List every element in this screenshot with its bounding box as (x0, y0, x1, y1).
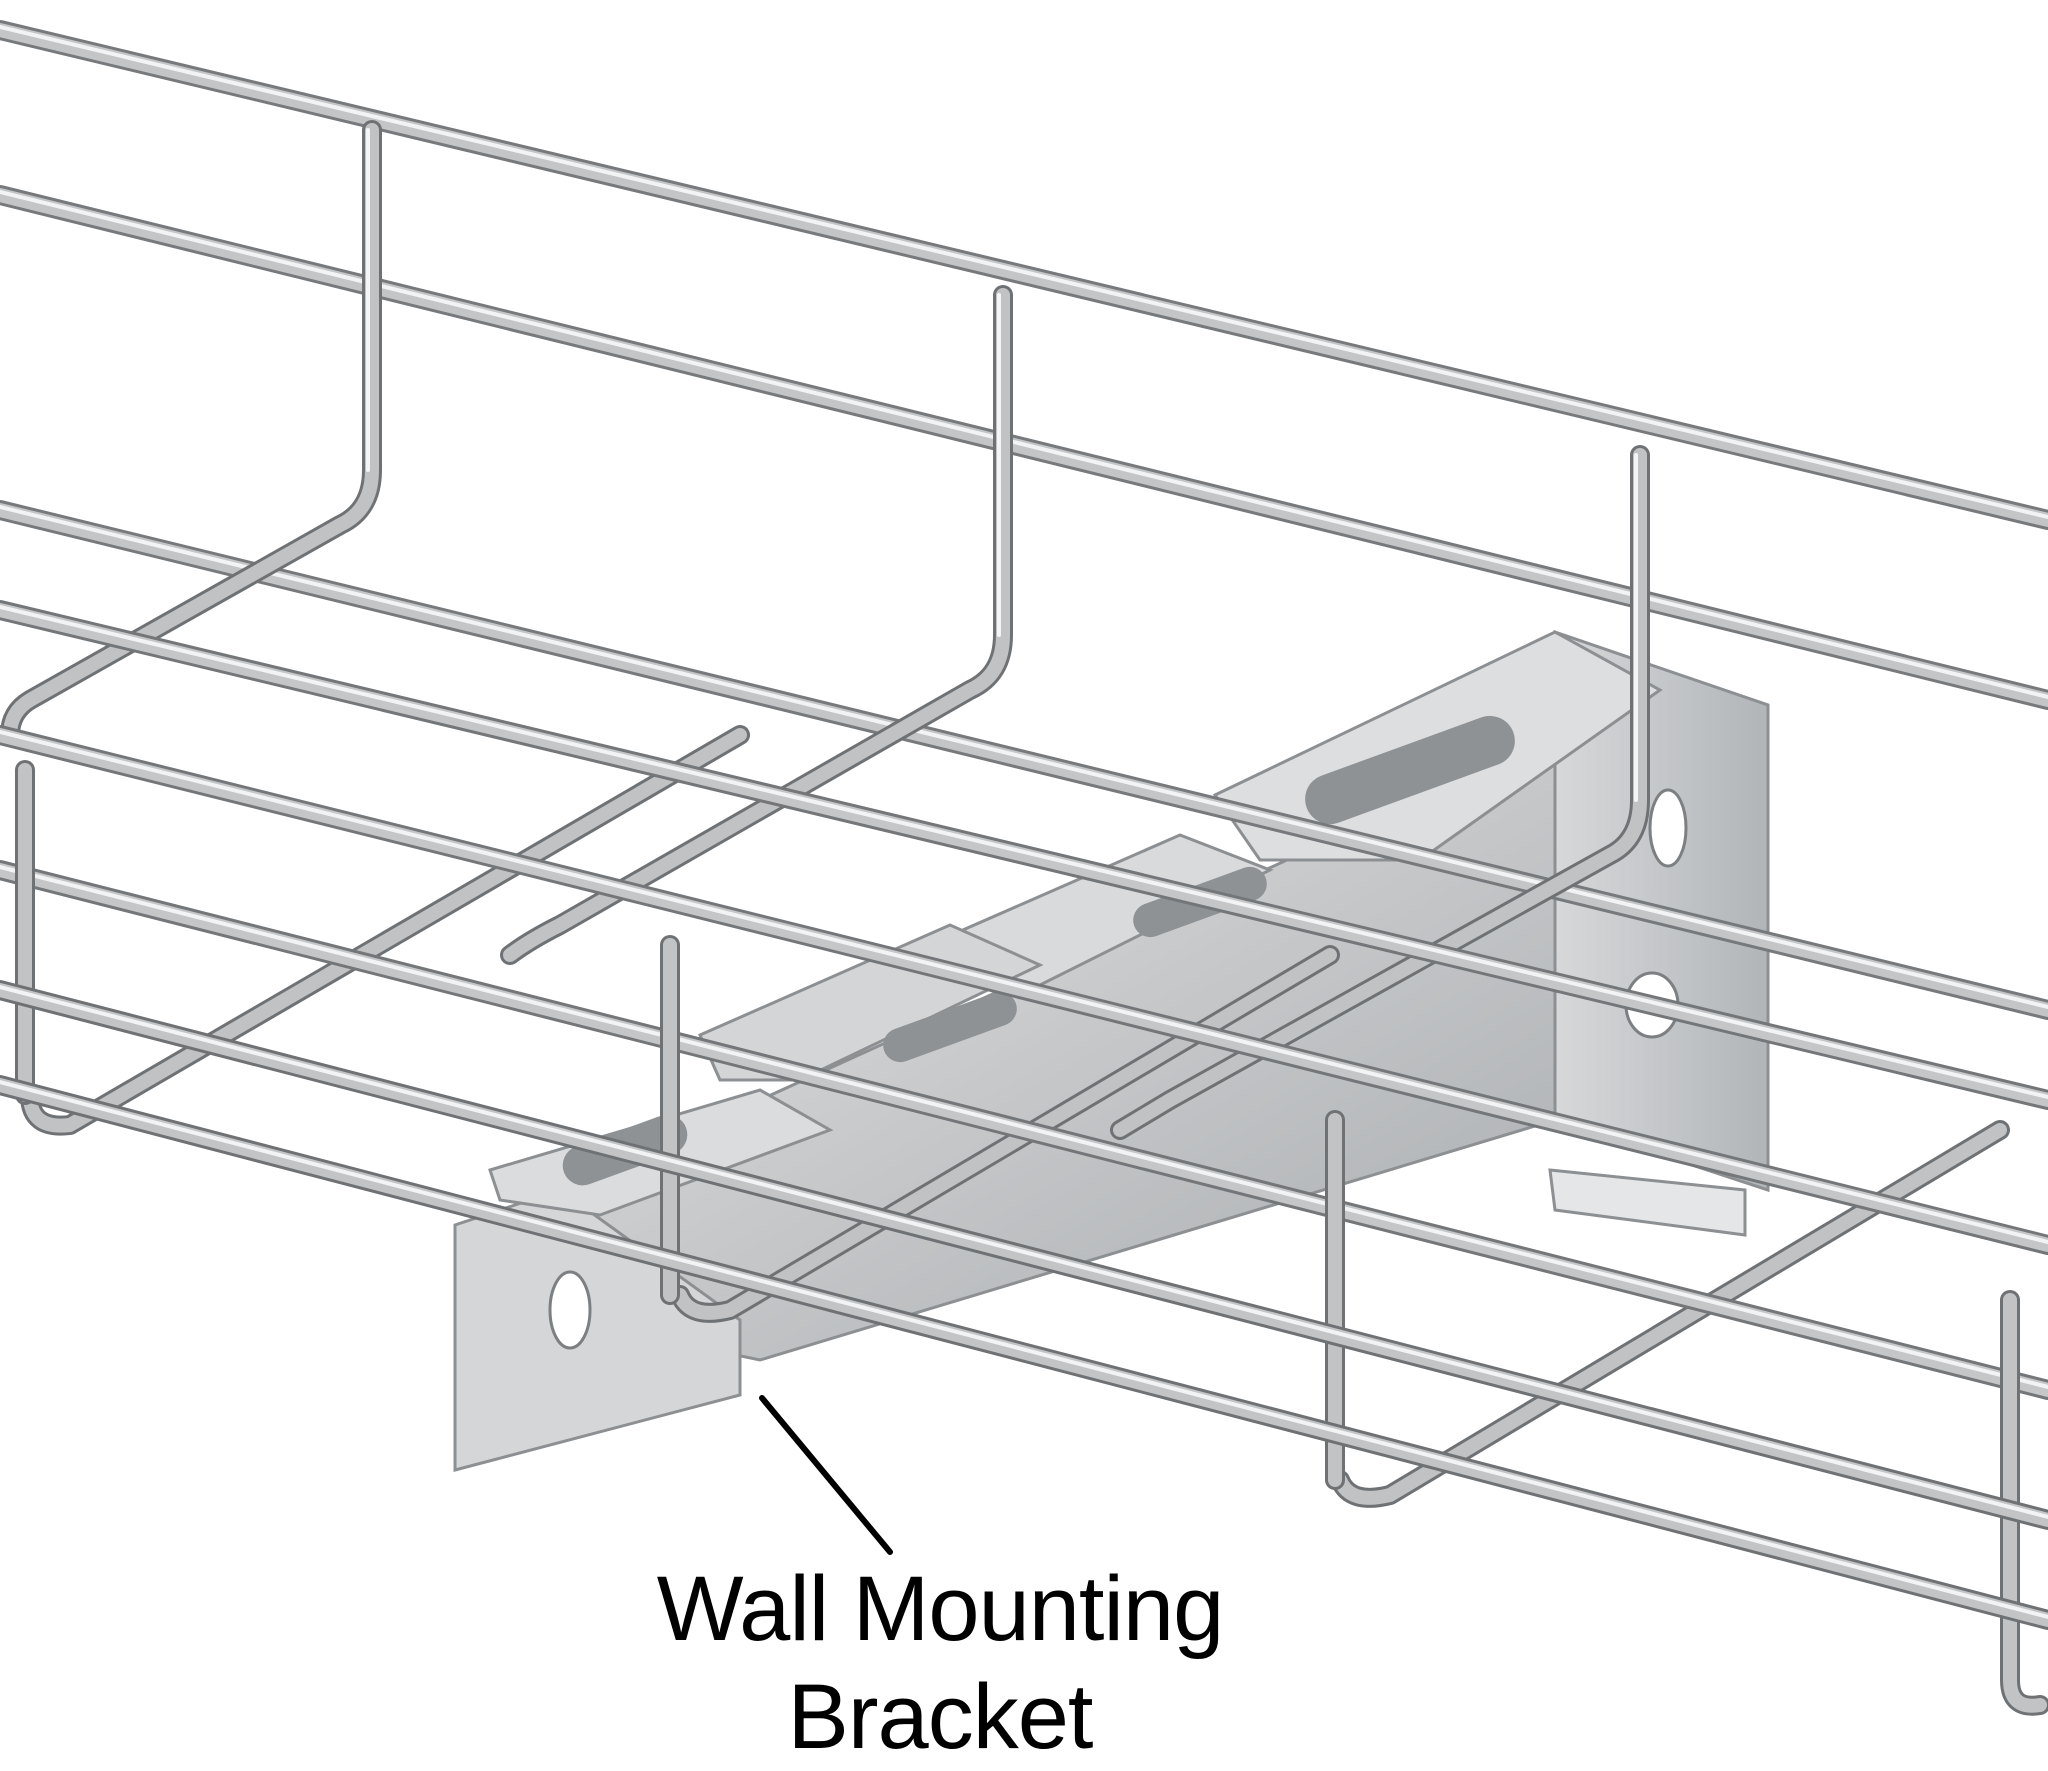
wire-basket-cable-tray-icon (0, 20, 2048, 1716)
callout-label: Wall Mounting Bracket (560, 1555, 1320, 1771)
callout-label-line1: Wall Mounting (656, 1558, 1225, 1660)
callout-leader-line (759, 1395, 893, 1555)
wall-mounting-bracket-icon (453, 629, 1770, 1472)
callout-label-line2: Bracket (787, 1666, 1094, 1768)
